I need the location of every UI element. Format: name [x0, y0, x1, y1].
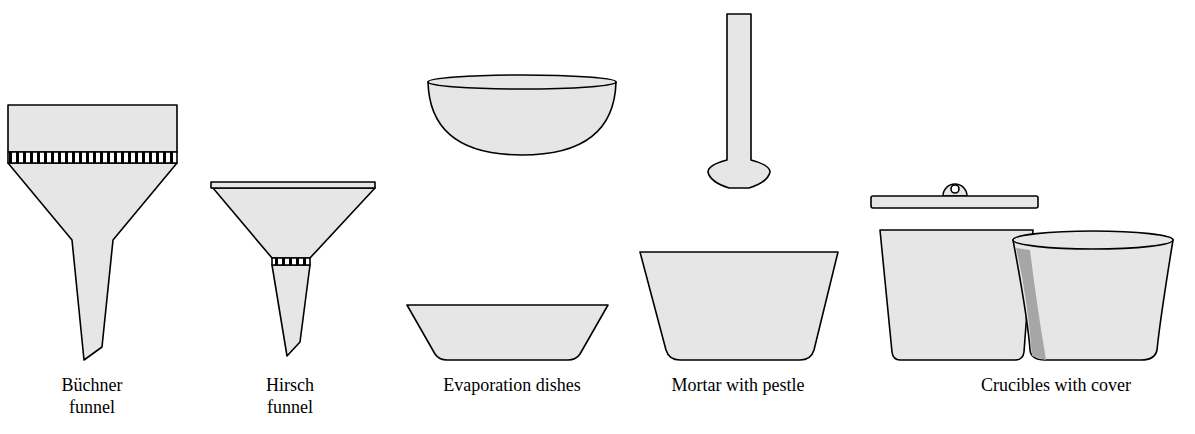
buchner-funnel [8, 105, 177, 360]
crucibles-with-cover [871, 184, 1173, 360]
equipment-caption: Crucibles with cover [981, 374, 1131, 396]
mortar-with-pestle [640, 14, 838, 360]
hirsch-funnel [211, 182, 375, 356]
equipment-caption: Hirsch funnel [255, 374, 325, 418]
equipment-caption: Mortar with pestle [672, 374, 805, 396]
equipment-caption: Evaporation dishes [443, 374, 580, 396]
evaporation-dishes [407, 75, 616, 360]
equipment-caption: Büchner funnel [52, 374, 132, 418]
